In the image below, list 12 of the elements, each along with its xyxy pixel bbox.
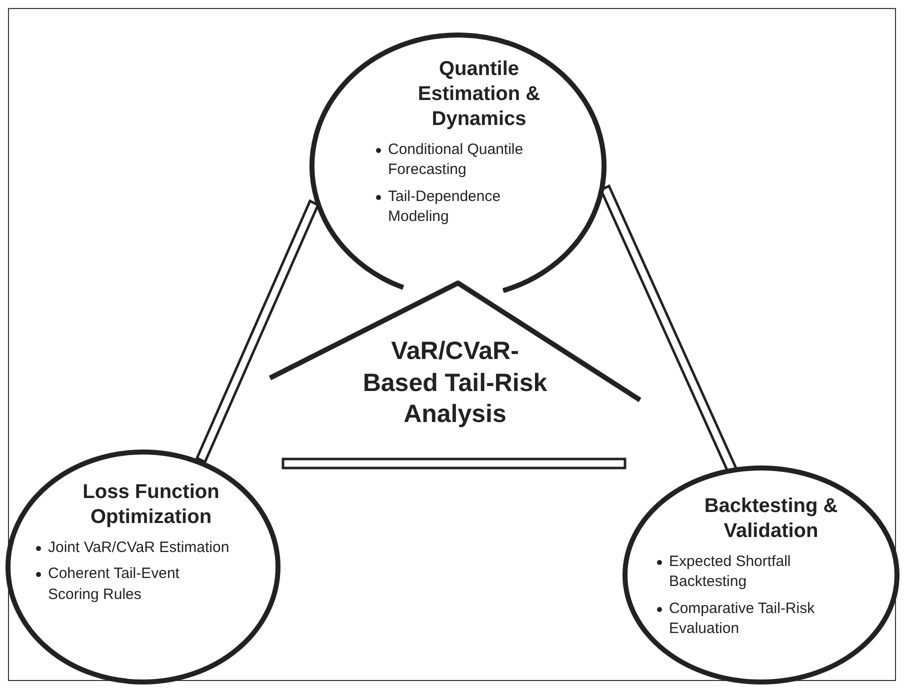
bullet-item: Expected Shortfall Backtesting	[669, 552, 792, 592]
double-line	[282, 458, 626, 470]
node-title: Quantile Estimation & Dynamics	[416, 57, 542, 132]
bullet-item: Conditional Quantile Forecasting	[388, 140, 524, 180]
node-title: Loss Function Optimization	[82, 480, 220, 530]
node-title: Backtesting & Validation	[703, 494, 839, 544]
bullet-item: Comparative Tail-Risk Evaluation	[669, 598, 816, 639]
bullet-item: Coherent Tail-Event Scoring Rules	[48, 564, 180, 604]
double-line	[195, 199, 320, 464]
node-title: VaR/CVaR-Based Tail-Risk Analysis	[362, 336, 548, 430]
bullet-item: Tail-Dependence Modeling	[388, 186, 502, 227]
bullet-item: Joint VaR/CVaR Estimation	[48, 538, 230, 558]
